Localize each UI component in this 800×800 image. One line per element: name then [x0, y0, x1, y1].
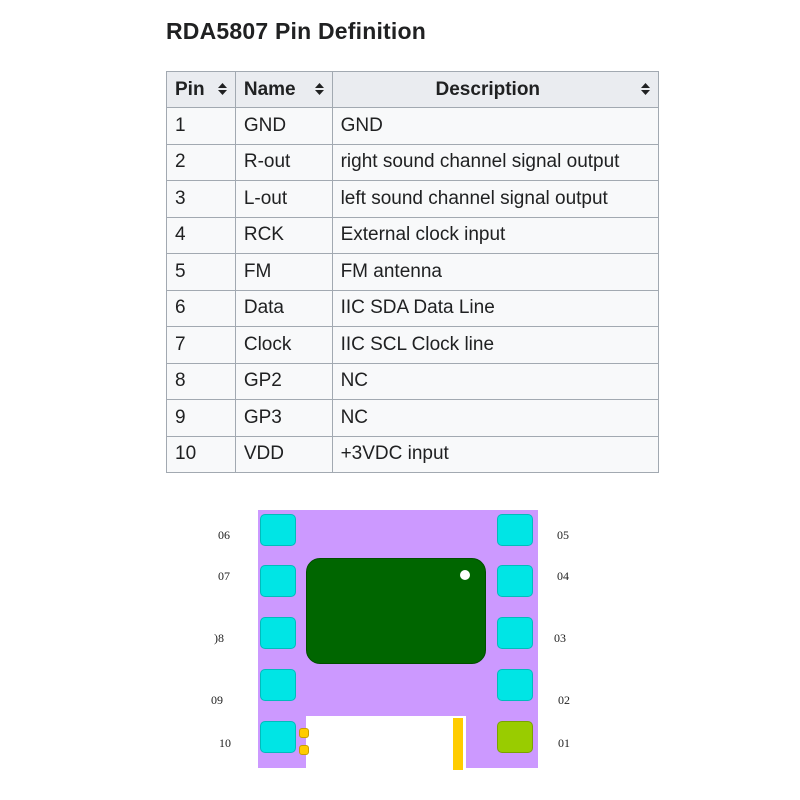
pad-09	[260, 669, 296, 701]
yellow-bar	[453, 718, 463, 770]
pad-02	[497, 669, 533, 701]
pin-label-right: 05	[557, 528, 569, 542]
pin-label-left: 07	[218, 569, 230, 583]
cell-pin: 2	[166, 143, 236, 181]
cell-name: R-out	[234, 143, 333, 181]
pad-10	[260, 721, 296, 753]
cell-pin: 1	[166, 107, 236, 145]
column-header-label: Description	[435, 78, 541, 100]
cell-name: GP2	[234, 362, 333, 400]
pad-07	[260, 565, 296, 597]
cell-pin: 9	[166, 399, 236, 437]
pad-03	[497, 617, 533, 649]
pin-label-right: 04	[557, 569, 569, 583]
sort-updown-icon[interactable]	[314, 82, 324, 97]
yellow-stub	[299, 728, 309, 738]
cell-description: right sound channel signal output	[331, 143, 660, 181]
pin-label-left: 06	[218, 528, 230, 542]
cell-description: NC	[331, 362, 660, 400]
cell-pin: 7	[166, 326, 236, 364]
chip-notch	[306, 716, 466, 772]
column-header-description[interactable]: Description	[331, 71, 660, 108]
cell-pin: 10	[166, 435, 236, 473]
cell-pin: 4	[166, 216, 236, 254]
cell-pin: 5	[166, 253, 236, 291]
cell-description: left sound channel signal output	[331, 180, 660, 218]
pad-06	[260, 514, 296, 546]
cell-description: FM antenna	[331, 253, 660, 291]
cell-name: GND	[234, 107, 333, 145]
pad-08	[260, 617, 296, 649]
cell-name: Data	[234, 289, 333, 327]
cell-name: Clock	[234, 326, 333, 364]
pin-label-right: 02	[558, 693, 570, 707]
page-title: RDA5807 Pin Definition	[166, 18, 426, 44]
table-header-row: Pin Name Description	[166, 71, 660, 108]
column-header-label: Name	[243, 78, 296, 100]
column-header-pin[interactable]: Pin	[166, 71, 236, 108]
chip-pinout-diagram: 06 07 )8 09 10 05 04 03 02 01	[0, 500, 800, 800]
chip-die	[306, 558, 486, 664]
cell-description: GND	[331, 107, 660, 145]
pin-label-left: 10	[219, 736, 231, 750]
pin-label-left: 09	[211, 693, 223, 707]
pin1-marker-dot	[460, 570, 470, 580]
cell-name: RCK	[234, 216, 333, 254]
cell-name: GP3	[234, 399, 333, 437]
column-header-name[interactable]: Name	[234, 71, 333, 108]
yellow-stub	[299, 745, 309, 755]
pin-label-right: 03	[554, 631, 566, 645]
cell-description: IIC SDA Data Line	[331, 289, 660, 327]
pad-05	[497, 514, 533, 546]
cell-description: External clock input	[331, 216, 660, 254]
cell-name: L-out	[234, 180, 333, 218]
cell-pin: 8	[166, 362, 236, 400]
cell-pin: 6	[166, 289, 236, 327]
column-header-label: Pin	[175, 78, 205, 100]
pin-label-left: )8	[214, 631, 224, 645]
cell-name: VDD	[234, 435, 333, 473]
pad-04	[497, 565, 533, 597]
pad-01-ground	[497, 721, 533, 753]
sort-updown-icon[interactable]	[641, 82, 650, 97]
cell-description: IIC SCL Clock line	[331, 326, 660, 364]
cell-name: FM	[234, 253, 333, 291]
cell-pin: 3	[166, 180, 236, 218]
cell-description: +3VDC input	[331, 435, 660, 473]
sort-updown-icon[interactable]	[217, 82, 227, 97]
cell-description: NC	[331, 399, 660, 437]
pin-label-right: 01	[558, 736, 570, 750]
